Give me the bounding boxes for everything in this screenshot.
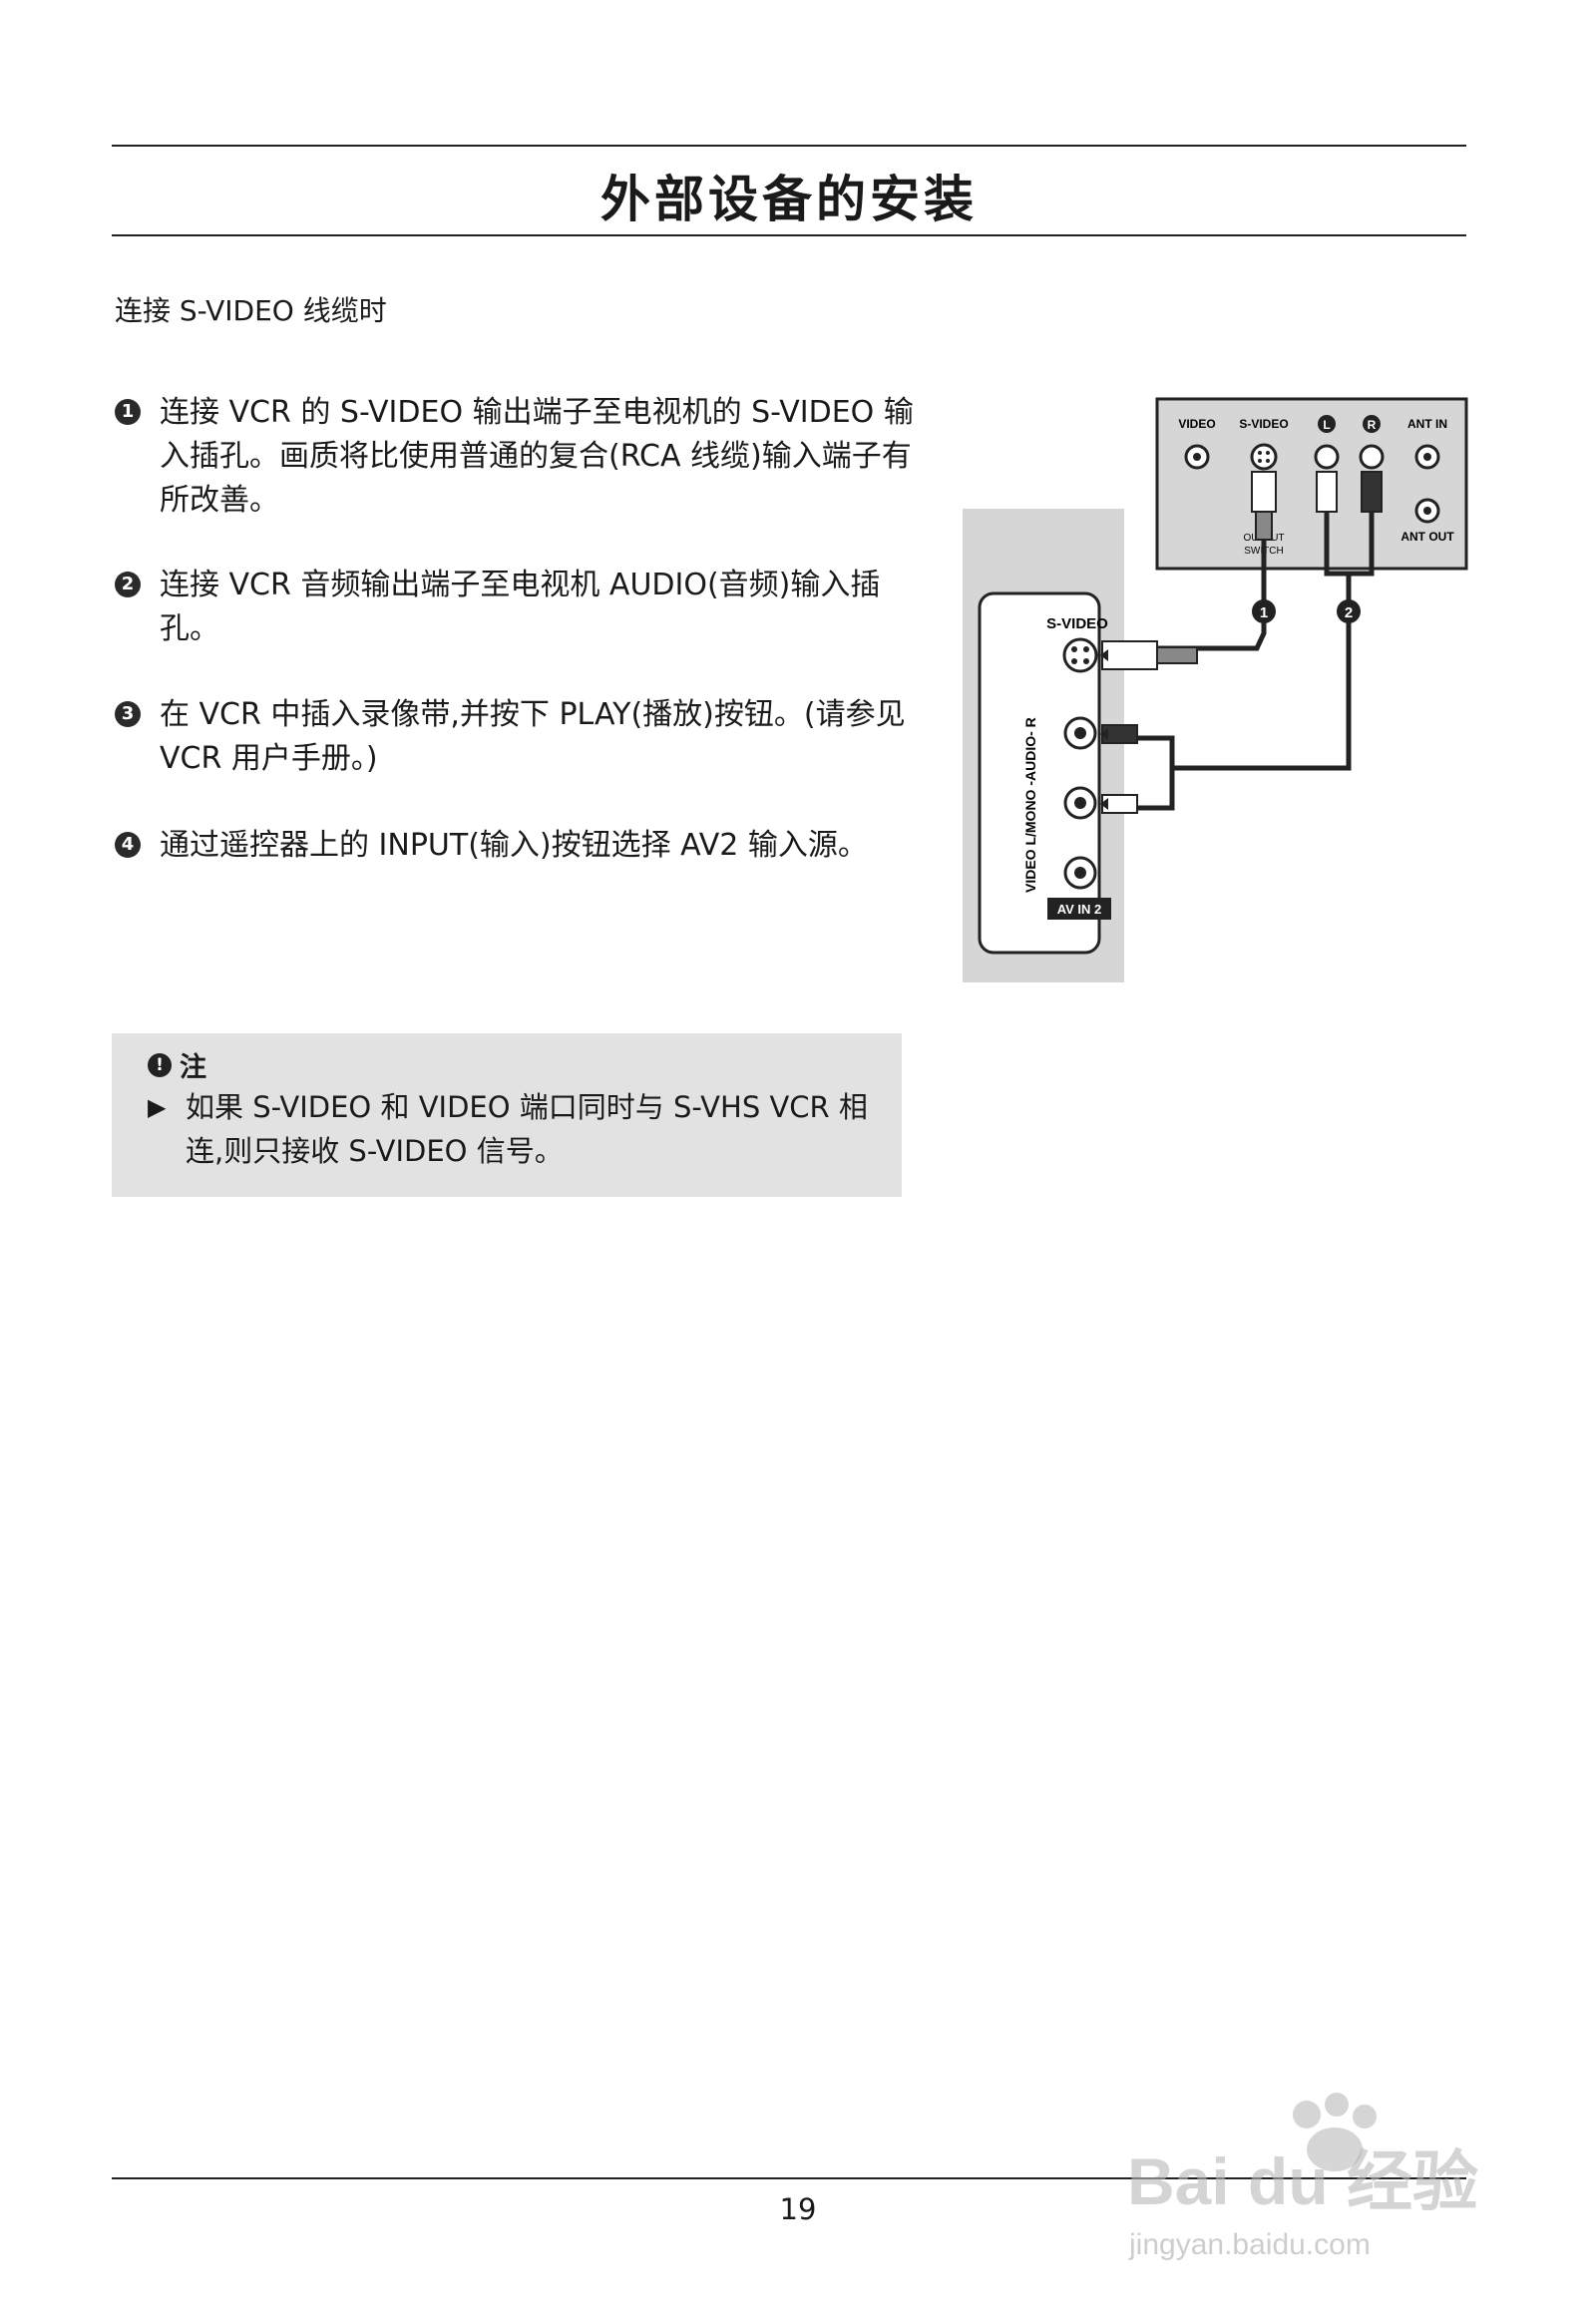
vcr-label-r: R xyxy=(1368,418,1377,432)
tv-svideo-plug-body xyxy=(1156,646,1198,664)
note-title: 注 xyxy=(180,1052,206,1083)
vcr-label-ant-in: ANT IN xyxy=(1407,417,1447,431)
tv-svideo-jack-icon xyxy=(1062,637,1098,673)
tv-av-in-badge xyxy=(1047,898,1111,920)
vcr-svideo-jack-icon xyxy=(1250,443,1278,471)
jack-pin xyxy=(1074,797,1086,809)
vcr-l-badge xyxy=(1318,415,1336,433)
page-number: 19 xyxy=(779,2192,817,2226)
step-1: 1 连接 VCR 的 S-VIDEO 输出端子至电视机的 S-VIDEO 输入插… xyxy=(115,391,928,523)
step-text: 连接 VCR 的 S-VIDEO 输出端子至电视机的 S-VIDEO 输入插孔。… xyxy=(160,395,914,518)
step-number-3-icon: 3 xyxy=(115,701,141,727)
vcr-label-svideo: S-VIDEO xyxy=(1239,417,1288,431)
step-3: 3 在 VCR 中插入录像带,并按下 PLAY(播放)按钮。(请参见 VCR 用… xyxy=(115,693,928,781)
arrow-left-icon xyxy=(1100,798,1108,810)
note-body: ▶ 如果 S-VIDEO 和 VIDEO 端口同时与 S-VHS VCR 相连,… xyxy=(148,1085,871,1173)
vcr-panel xyxy=(1155,397,1468,571)
header-bottom-rule xyxy=(112,234,1466,236)
callout-2-icon xyxy=(1337,599,1361,623)
section-subtitle: 连接 S-VIDEO 线缆时 xyxy=(115,294,387,327)
note-header: ! 注 xyxy=(148,1045,206,1084)
callout-1-text: 1 xyxy=(1260,604,1268,621)
note-box: ! 注 ▶ 如果 S-VIDEO 和 VIDEO 端口同时与 S-VHS VCR… xyxy=(112,1033,902,1197)
svideo-cable xyxy=(1092,540,1267,651)
vcr-audio-l-plug xyxy=(1316,471,1338,513)
step-number-2-icon: 2 xyxy=(115,572,141,597)
callout-2-text: 2 xyxy=(1345,604,1353,621)
tv-svideo-label: S-VIDEO xyxy=(1046,615,1108,632)
arrow-left-icon xyxy=(1100,649,1108,661)
svideo-pin xyxy=(1083,658,1089,664)
svideo-pin xyxy=(1071,646,1077,652)
callout-1-icon xyxy=(1252,599,1276,623)
header-top-rule xyxy=(112,145,1466,147)
tv-av-in-label: AV IN 2 xyxy=(1057,902,1102,917)
step-number-4-icon: 4 xyxy=(115,832,141,858)
step-4: 4 通过遥控器上的 INPUT(输入)按钮选择 AV2 输入源。 xyxy=(115,824,928,868)
step-number-1-icon: 1 xyxy=(115,399,141,425)
audio-cable xyxy=(1172,574,1352,771)
vcr-ant-in-pin xyxy=(1423,453,1431,461)
svideo-pin xyxy=(1083,646,1089,652)
vcr-video-jack-pin xyxy=(1193,453,1201,461)
svideo-pin xyxy=(1266,451,1270,455)
step-text: 连接 VCR 音频输出端子至电视机 AUDIO(音频)输入插孔。 xyxy=(160,568,881,646)
step-2: 2 连接 VCR 音频输出端子至电视机 AUDIO(音频)输入插孔。 xyxy=(115,564,928,651)
page-title: 外部设备的安装 xyxy=(600,171,978,228)
footer-rule xyxy=(112,2177,1466,2179)
tv-svideo-plug xyxy=(1101,640,1158,670)
arrow-left-icon xyxy=(1100,728,1108,740)
svideo-pin xyxy=(1258,459,1262,463)
baidu-watermark-icon: Bai du 经验 jingyan.baidu.com xyxy=(1127,2093,1478,2261)
connection-diagram: VIDEO S-VIDEO L R ANT IN ANT OUT OUTPUT … xyxy=(963,397,1468,982)
watermark-brand: Bai du 经验 xyxy=(1127,2144,1478,2218)
vcr-audio-l-jack-icon xyxy=(1314,444,1340,470)
audio-cable-r xyxy=(1137,768,1175,811)
step-text: 通过遥控器上的 INPUT(输入)按钮选择 AV2 输入源。 xyxy=(160,828,868,863)
triangle-arrow-icon: ▶ xyxy=(148,1093,167,1121)
svideo-pin xyxy=(1071,658,1077,664)
vcr-label-ant-out: ANT OUT xyxy=(1400,530,1454,544)
jack-pin xyxy=(1074,727,1086,739)
vcr-r-badge xyxy=(1363,415,1381,433)
svideo-pin xyxy=(1258,451,1262,455)
vcr-audio-r-jack-icon xyxy=(1359,444,1385,470)
vcr-svideo-plug xyxy=(1251,471,1277,513)
vcr-label-l: L xyxy=(1323,418,1330,432)
note-text: 如果 S-VIDEO 和 VIDEO 端口同时与 S-VHS VCR 相连,则只… xyxy=(186,1090,868,1168)
vcr-ant-out-pin xyxy=(1423,507,1431,515)
jack-pin xyxy=(1074,867,1086,879)
vcr-label-video: VIDEO xyxy=(1178,417,1215,431)
paw-logo-icon xyxy=(1293,2093,1377,2171)
step-text: 在 VCR 中插入录像带,并按下 PLAY(播放)按钮。(请参见 VCR 用户手… xyxy=(160,697,906,776)
tv-vertical-label: VIDEO L/MONO -AUDIO- R xyxy=(1022,717,1038,893)
vcr-audio-r-plug xyxy=(1361,471,1383,513)
vcr-svideo-plug-body xyxy=(1255,511,1273,541)
audio-cable-l xyxy=(1137,735,1175,768)
exclamation-icon: ! xyxy=(148,1052,172,1077)
watermark-url: jingyan.baidu.com xyxy=(1128,2228,1371,2261)
svideo-pin xyxy=(1266,459,1270,463)
